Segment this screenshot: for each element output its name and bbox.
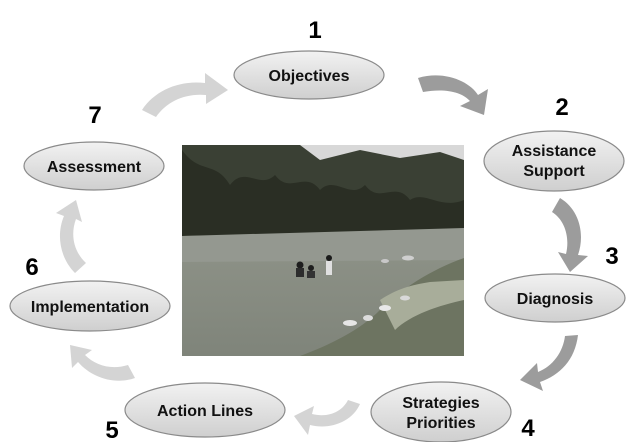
stage-objectives-ellipse [233, 50, 385, 100]
photo-water-far [182, 228, 464, 262]
stage-diagnosis-ellipse [484, 273, 626, 323]
step-number-4: 4 [521, 415, 535, 442]
stage-assistance-support-ellipse [483, 130, 625, 192]
stage-assessment: Assessment 7 [23, 102, 165, 191]
stage-strategies-priorities-ellipse [370, 381, 512, 442]
photo-rocks [343, 255, 414, 326]
arrow-4-to-5 [294, 400, 360, 435]
stage-action-lines-ellipse [124, 382, 286, 438]
stage-strategies-priorities: Strategies Priorities 4 [370, 381, 535, 442]
stage-implementation: Implementation 6 [9, 254, 171, 332]
stage-action-lines-label: Action Lines [157, 403, 253, 420]
photo-bank-grass [380, 280, 464, 330]
step-number-1: 1 [308, 17, 321, 44]
cycle-arrows [56, 73, 588, 435]
photo-people-wading [296, 255, 332, 278]
stage-strategies-label: Strategies [402, 395, 479, 412]
step-number-2: 2 [555, 94, 568, 121]
stage-action-lines: Action Lines 5 [105, 382, 286, 442]
stage-assistance-support: Assistance Support 2 [483, 94, 625, 192]
stage-support-label: Support [523, 163, 585, 180]
arrow-5-to-6 [70, 345, 135, 381]
step-number-6: 6 [25, 254, 38, 281]
stage-implementation-ellipse [9, 280, 171, 332]
arrow-6-to-7 [56, 200, 86, 273]
stage-priorities-label: Priorities [406, 415, 475, 432]
stage-objectives-label: Objectives [269, 68, 350, 85]
stage-diagnosis-label: Diagnosis [517, 291, 594, 308]
photo-riverbank [300, 258, 464, 356]
stage-assistance-label: Assistance [512, 143, 597, 160]
arrow-3-to-4 [520, 335, 578, 391]
stage-assessment-label: Assessment [47, 159, 142, 176]
arrow-2-to-3 [552, 198, 588, 272]
river-photo [182, 145, 464, 356]
photo-foliage [182, 150, 464, 236]
step-number-7: 7 [88, 102, 101, 129]
arrow-1-to-2 [418, 75, 488, 115]
step-number-3: 3 [605, 243, 618, 270]
stage-assessment-ellipse [23, 141, 165, 191]
stage-diagnosis: Diagnosis 3 [484, 243, 626, 323]
step-number-5: 5 [105, 417, 118, 442]
stage-objectives: Objectives 1 [233, 17, 385, 100]
arrow-7-to-1 [142, 73, 228, 117]
stage-implementation-label: Implementation [31, 299, 149, 316]
